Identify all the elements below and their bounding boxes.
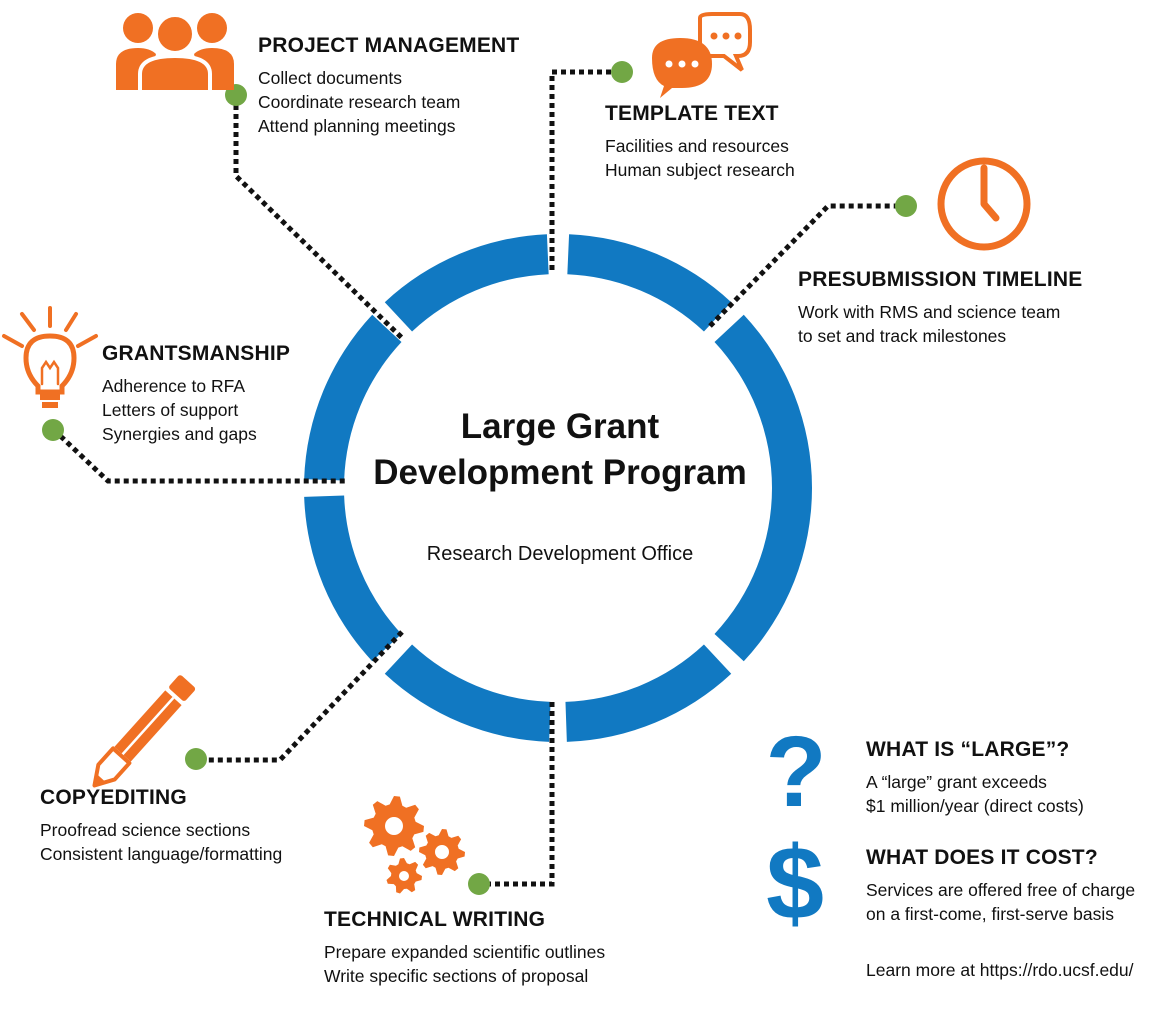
what-does-it-cost-title: WHAT DOES IT COST? (866, 846, 1098, 869)
lightbulb-icon (2, 306, 98, 408)
program-title-line1: Large Grant (460, 407, 660, 446)
learn-more-link[interactable]: Learn more at https://rdo.ucsf.edu/ (866, 960, 1134, 980)
technical-writing-item: Write specific sections of proposal (324, 966, 589, 986)
dot-template-text (611, 61, 633, 83)
dollar-sign-icon: $ (766, 826, 824, 942)
project-management-title: PROJECT MANAGEMENT (258, 34, 520, 57)
speech-bubbles-icon (652, 12, 752, 98)
grantsmanship-section: GRANTSMANSHIP Adherence to RFA Letters o… (102, 342, 290, 446)
presubmission-timeline-title: PRESUBMISSION TIMELINE (798, 268, 1083, 291)
program-title: Large Grant Development Program (330, 404, 790, 496)
people-group-icon (116, 13, 234, 94)
copyediting-item: Proofread science sections (40, 820, 251, 840)
technical-writing-item: Prepare expanded scientific outlines (324, 942, 606, 962)
dot-technical-writing (468, 873, 490, 895)
ring-segment-left-upper (304, 314, 402, 481)
template-text-section: TEMPLATE TEXT Facilities and resources H… (605, 102, 795, 182)
what-does-it-cost-item: Services are offered free of charge (866, 880, 1136, 900)
grantsmanship-item: Letters of support (102, 400, 239, 420)
ring-segment-right (714, 314, 812, 662)
dot-copyediting (185, 748, 207, 770)
gear-small (386, 858, 422, 894)
copyediting-section: COPYEDITING Proofread science sections C… (40, 786, 282, 866)
presubmission-timeline-item: Work with RMS and science team (798, 302, 1061, 322)
grantsmanship-item: Synergies and gaps (102, 424, 257, 444)
project-management-item: Collect documents (258, 68, 402, 88)
copyediting-item: Consistent language/formatting (40, 844, 283, 864)
connector-presubmission-timeline (708, 203, 905, 328)
ring-segment-bottom-left (384, 644, 551, 742)
ring-segment-top-right (567, 234, 732, 332)
what-is-large-item: A “large” grant exceeds (866, 772, 1047, 792)
dot-presubmission-timeline (895, 195, 917, 217)
connector-project-management (233, 96, 404, 340)
program-title-line2: Development Program (373, 453, 747, 492)
template-text-item: Facilities and resources (605, 136, 789, 156)
pencil-icon (92, 675, 196, 788)
template-text-item: Human subject research (605, 160, 795, 180)
gears-icon (364, 796, 465, 894)
gear-large (364, 796, 424, 856)
what-does-it-cost-section: WHAT DOES IT COST? Services are offered … (866, 846, 1135, 926)
connector-template-text (549, 69, 620, 270)
what-is-large-item: $1 million/year (direct costs) (866, 796, 1084, 816)
connector-grantsmanship (52, 428, 346, 484)
project-management-section: PROJECT MANAGEMENT Collect documents Coo… (258, 34, 519, 138)
program-subtitle: Research Development Office (426, 543, 694, 565)
what-is-large-title: WHAT IS “LARGE”? (866, 738, 1070, 761)
what-does-it-cost-item: on a first-come, first-serve basis (866, 904, 1114, 924)
program-ring (304, 234, 812, 742)
ring-segment-left-lower (304, 495, 402, 662)
copyediting-title: COPYEDITING (40, 786, 187, 809)
connector-dots (42, 61, 917, 895)
project-management-item: Coordinate research team (258, 92, 461, 112)
grantsmanship-title: GRANTSMANSHIP (102, 342, 291, 365)
connector-copyediting (196, 630, 404, 763)
ring-segment-top-left (384, 234, 549, 332)
template-text-title: TEMPLATE TEXT (605, 102, 779, 125)
ring-segment-bottom-right (565, 644, 732, 742)
technical-writing-title: TECHNICAL WRITING (324, 908, 546, 931)
gear-medium (419, 829, 465, 875)
connector-technical-writing (480, 702, 555, 887)
presubmission-timeline-item: to set and track milestones (798, 326, 1007, 346)
what-is-large-section: WHAT IS “LARGE”? A “large” grant exceeds… (866, 738, 1084, 818)
dot-grantsmanship (42, 419, 64, 441)
presubmission-timeline-section: PRESUBMISSION TIMELINE Work with RMS and… (798, 268, 1082, 348)
technical-writing-section: TECHNICAL WRITING Prepare expanded scien… (324, 908, 605, 988)
question-mark-icon: ? (765, 716, 827, 828)
connectors (52, 69, 905, 887)
project-management-item: Attend planning meetings (258, 116, 456, 136)
grantsmanship-item: Adherence to RFA (102, 376, 245, 396)
clock-icon (937, 157, 1031, 251)
